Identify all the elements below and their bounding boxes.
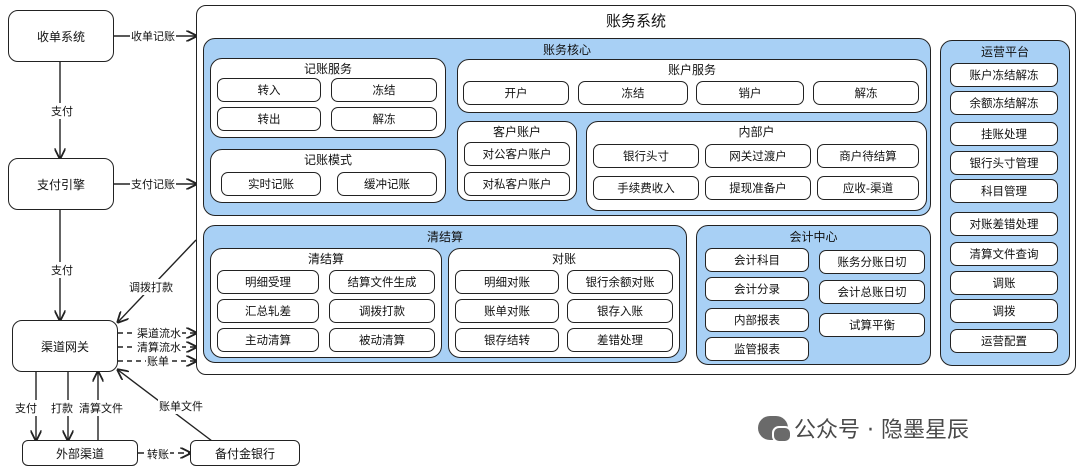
- ops-item: 挂账处理: [950, 122, 1058, 146]
- ops-item: 银行头寸管理: [950, 151, 1058, 175]
- ops-platform-title: 运营平台: [980, 45, 1029, 59]
- accounting-center-title: 会计中心: [789, 230, 838, 244]
- reconciliation-item: 银行余额对账: [567, 270, 673, 294]
- ops-item: 科目管理: [950, 179, 1058, 203]
- account-service-panel: 账户服务 开户 冻结 销户 解冻: [457, 59, 927, 113]
- qingjiesuan-item: 结算文件生成: [329, 270, 435, 294]
- clearing-panel: 清结算 清结算 明细受理 结算文件生成 汇总轧差 调拨打款 主动清算 被动清算 …: [203, 225, 687, 363]
- watermark-text: 公众号 · 隐墨星辰: [794, 418, 969, 443]
- jizhang-item: 转入: [217, 78, 321, 102]
- ops-item: 运营配置: [950, 329, 1058, 353]
- jizhang-mode-title: 记账模式: [303, 153, 352, 167]
- jizhang-mode-item: 缓冲记账: [337, 172, 437, 196]
- internal-account-item: 应收-渠道: [817, 176, 919, 200]
- accounting-center-item: 会计分录: [705, 277, 809, 301]
- account-service-item: 销户: [696, 81, 804, 105]
- internal-account-item: 网关过渡户: [705, 144, 811, 168]
- edge-label-zhifu-jizhang: 支付记账: [130, 176, 176, 192]
- internal-account-panel: 内部户 银行头寸 网关过渡户 商户待结算 手续费收入 提现准备户 应收-渠道: [586, 121, 927, 211]
- reserve-bank-box: 备付金银行: [190, 440, 300, 466]
- reconciliation-panel: 对账 明细对账 银行余额对账 账单对账 银存入账 银存结转 差错处理: [448, 248, 680, 358]
- edge-label-pay-1: 支付: [50, 103, 74, 119]
- ops-item: 对账差错处理: [950, 212, 1058, 236]
- edge-label-dakuan: 打款: [50, 400, 74, 416]
- payment-engine-box: 支付引擎: [8, 158, 114, 210]
- accounting-system-title: 账务系统: [605, 12, 666, 30]
- edge-label-diaobo-dakuan: 调拨打款: [128, 279, 174, 295]
- internal-account-item: 提现准备户: [705, 176, 811, 200]
- jizhang-item: 解冻: [331, 107, 437, 131]
- edge-label-zhuanzhang: 转账: [146, 446, 170, 462]
- internal-account-item: 商户待结算: [817, 144, 919, 168]
- qingjiesuan-item: 汇总轧差: [217, 299, 319, 323]
- internal-account-item: 手续费收入: [593, 176, 699, 200]
- qingjiesuan-item: 明细受理: [217, 270, 319, 294]
- jizhang-item: 冻结: [331, 78, 437, 102]
- external-channel-box: 外部渠道: [22, 440, 138, 466]
- accounting-center-panel: 会计中心 会计科目 账务分账日切 会计分录 会计总账日切 内部报表 试算平衡 监…: [696, 225, 931, 365]
- reconciliation-item: 银存入账: [567, 299, 673, 323]
- external-channel-label: 外部渠道: [55, 446, 104, 461]
- accounting-center-item: 试算平衡: [819, 313, 925, 337]
- clearing-title: 清结算: [426, 230, 463, 244]
- account-service-title: 账户服务: [667, 63, 716, 77]
- edge-label-qudao-liushui: 渠道流水: [136, 325, 182, 341]
- customer-account-title: 客户账户: [492, 125, 541, 139]
- accounting-center-item: 会计总账日切: [819, 280, 925, 304]
- ops-item: 余额冻结解冻: [950, 91, 1058, 115]
- accounting-center-item: 内部报表: [705, 308, 809, 332]
- customer-account-item: 对公客户账户: [464, 142, 570, 166]
- accounting-center-item: 会计科目: [705, 248, 809, 272]
- jizhang-mode-panel: 记账模式 实时记账 缓冲记账: [210, 149, 446, 203]
- internal-account-item: 银行头寸: [593, 144, 699, 168]
- qingjiesuan-panel: 清结算 明细受理 结算文件生成 汇总轧差 调拨打款 主动清算 被动清算: [210, 248, 442, 358]
- customer-account-item: 对私客户账户: [464, 172, 570, 196]
- channel-gateway-box: 渠道网关: [12, 320, 118, 372]
- ops-platform-panel: 运营平台 账户冻结解冻 余额冻结解冻 挂账处理 银行头寸管理 科目管理 对账差错…: [940, 40, 1070, 366]
- qingjiesuan-item: 被动清算: [329, 328, 435, 352]
- reconciliation-item: 账单对账: [455, 299, 559, 323]
- edge-label-shoudan-jizhang: 收单记账: [130, 28, 176, 44]
- reconciliation-item: 明细对账: [455, 270, 559, 294]
- qingjiesuan-item: 调拨打款: [329, 299, 435, 323]
- internal-account-title: 内部户: [738, 125, 775, 139]
- jizhang-item: 转出: [217, 107, 321, 131]
- edge-label-zhangdan: 账单: [146, 353, 170, 369]
- edge-label-pay-3: 支付: [14, 400, 38, 416]
- jizhang-mode-item: 实时记账: [221, 172, 321, 196]
- edge-label-qingsuan-wenjian: 清算文件: [78, 400, 124, 416]
- accounting-core-title: 账务核心: [542, 43, 591, 57]
- reconciliation-title: 对账: [551, 252, 576, 266]
- edge-label-pay-2: 支付: [50, 262, 74, 278]
- watermark: 公众号 · 隐墨星辰: [758, 412, 969, 444]
- edge-label-zhangdan-wenjian: 账单文件: [158, 398, 204, 414]
- shoudan-system-box: 收单系统: [8, 10, 114, 62]
- ops-item: 调账: [950, 271, 1058, 295]
- jizhang-service-panel: 记账服务 转入 冻结 转出 解冻: [210, 58, 446, 138]
- accounting-center-item: 账务分账日切: [819, 250, 925, 274]
- account-service-item: 解冻: [813, 81, 919, 105]
- qingjiesuan-title: 清结算: [307, 252, 344, 266]
- customer-account-panel: 客户账户 对公客户账户 对私客户账户: [457, 121, 577, 201]
- edge-label-qingsuan-liushui: 清算流水: [136, 339, 182, 355]
- accounting-core-panel: 账务核心 记账服务 转入 冻结 转出 解冻 记账模式 实时记账 缓冲记账 账户服…: [203, 38, 931, 216]
- ops-item: 清算文件查询: [950, 242, 1058, 266]
- wechat-icon: [758, 416, 792, 443]
- account-service-item: 冻结: [578, 81, 688, 105]
- ops-item: 账户冻结解冻: [950, 63, 1058, 87]
- accounting-center-item: 监管报表: [705, 337, 809, 361]
- qingjiesuan-item: 主动清算: [217, 328, 319, 352]
- reconciliation-item: 银存结转: [455, 328, 559, 352]
- payment-engine-label: 支付引擎: [36, 177, 85, 192]
- shoudan-system-label: 收单系统: [36, 29, 85, 44]
- channel-gateway-label: 渠道网关: [40, 339, 89, 354]
- jizhang-service-title: 记账服务: [303, 62, 352, 76]
- reserve-bank-label: 备付金银行: [214, 446, 275, 461]
- account-service-item: 开户: [463, 81, 569, 105]
- reconciliation-item: 差错处理: [567, 328, 673, 352]
- ops-item: 调拨: [950, 299, 1058, 323]
